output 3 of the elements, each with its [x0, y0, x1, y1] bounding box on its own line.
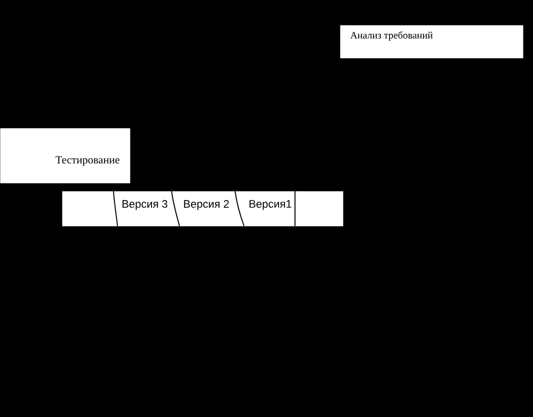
version-band: Версия 3 Версия 2 Версия1 — [62, 191, 344, 226]
process-box: Тестирование — [0, 128, 130, 184]
process-box: Анализ требований — [340, 25, 524, 58]
